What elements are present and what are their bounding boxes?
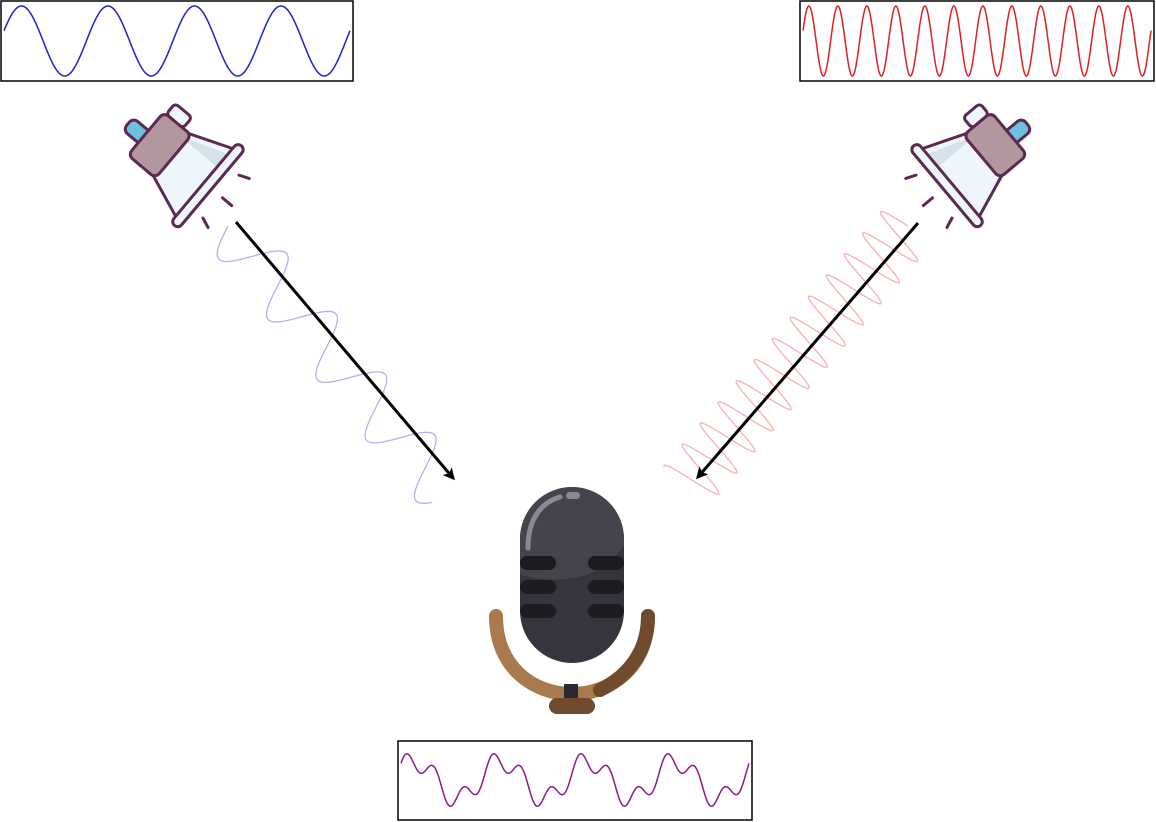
mixed-signal-box — [397, 740, 753, 821]
left-signal-box — [0, 0, 354, 82]
right-propagating-wave — [663, 210, 919, 495]
left-propagating-wave — [216, 225, 437, 504]
mixed-signal-wave — [400, 753, 750, 807]
right-signal-box — [799, 0, 1155, 82]
left-signal-wave — [3, 5, 351, 77]
right-signal-wave — [802, 5, 1152, 77]
right-arrow — [696, 222, 920, 480]
megaphone-icon — [904, 103, 1032, 230]
megaphone-icon — [123, 103, 251, 230]
left-arrow — [234, 221, 455, 481]
microphone-icon — [489, 487, 655, 714]
